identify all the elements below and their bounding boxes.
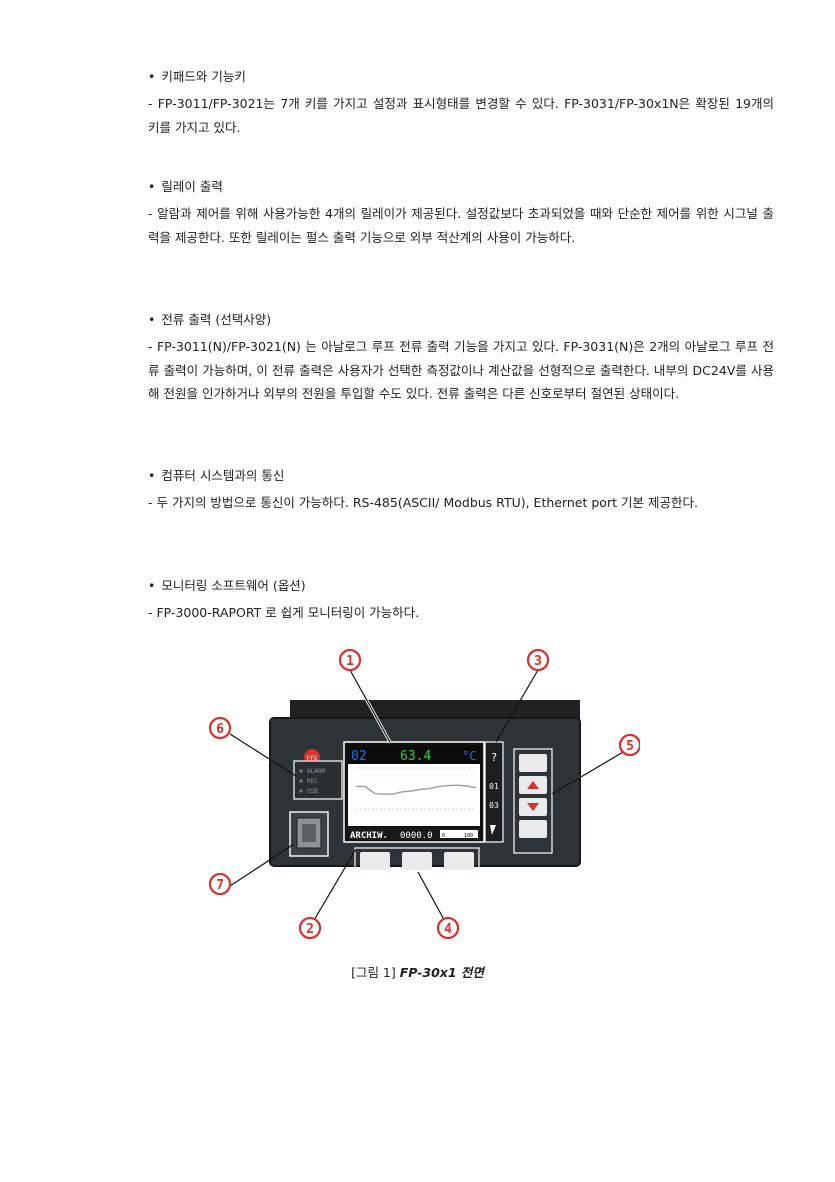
callout-4-line	[417, 871, 449, 928]
display-value: 63.4	[400, 749, 431, 764]
bullet: •	[148, 69, 156, 84]
led-rec	[299, 779, 303, 783]
section-relay: •릴레이 출력 - 알람과 제어를 위해 사용가능한 4개의 릴레이가 제공된다…	[148, 178, 774, 249]
display-scale-min: 0	[442, 833, 445, 839]
brand-label: FFS	[307, 755, 318, 762]
led-rec-label: REC	[307, 778, 318, 785]
led-usb	[299, 789, 303, 793]
section-heading: •릴레이 출력	[148, 179, 223, 194]
caption-title: FP-30x1 전면	[399, 965, 484, 980]
soft-key-3[interactable]	[444, 852, 474, 870]
soft-key-group	[354, 847, 480, 875]
wrench-icon[interactable]	[490, 825, 496, 835]
svg-text:3: 3	[534, 654, 542, 669]
callout-1: 1	[338, 648, 362, 672]
channel-key-01[interactable]: 01	[489, 782, 499, 791]
caption-prefix: [그림 1]	[351, 965, 396, 980]
svg-text:1: 1	[346, 654, 354, 669]
bullet: •	[148, 179, 156, 194]
figure-caption: [그림 1] FP-30x1 전면	[0, 962, 835, 981]
soft-key-2[interactable]	[402, 852, 432, 870]
led-alarm-label: ALARM	[307, 768, 325, 775]
led-usb-label: USB	[307, 788, 318, 795]
section-body: - FP-3011/FP-3021는 7개 키를 가지고 설정과 표시형태를 변…	[148, 96, 774, 135]
callout-4: 4	[436, 916, 460, 940]
display-unit: °C	[462, 749, 476, 763]
device-figure: FFS ALARM REC USB 02 63.4 °C ARCHIW.	[200, 644, 642, 944]
led-alarm	[299, 769, 303, 773]
callout-6-line	[229, 733, 297, 777]
section-current-output: •전류 출력 (선택사양) - FP-3011(N)/FP-3021(N) 는 …	[148, 311, 774, 406]
channel-key-03[interactable]: 03	[489, 801, 499, 810]
section-body: - FP-3000-RAPORT 로 쉽게 모니터링이 가능하다.	[148, 605, 420, 620]
display-scale-bar	[440, 830, 478, 838]
callout-5-line	[551, 747, 631, 795]
bullet: •	[148, 312, 156, 327]
svg-text:7: 7	[216, 878, 224, 893]
section-body: - FP-3011(N)/FP-3021(N) 는 아날로그 루프 전류 출력 …	[148, 339, 774, 401]
help-key[interactable]: ?	[491, 751, 498, 764]
section-body: - 알람과 제어를 위해 사용가능한 4개의 릴레이가 제공된다. 설정값보다 …	[148, 206, 774, 245]
section-heading: •컴퓨터 시스템과의 통신	[148, 468, 285, 483]
callout-6: 6	[208, 716, 232, 740]
section-communication: •컴퓨터 시스템과의 통신 - 두 가지의 방법으로 통신이 가능하다. RS-…	[148, 467, 774, 515]
callout-2: 2	[298, 916, 322, 940]
device-top-bezel	[290, 700, 580, 720]
bullet: •	[148, 468, 156, 483]
display-scale-max: 100	[464, 833, 473, 839]
display-trend-line	[356, 784, 477, 795]
status-led-panel	[293, 760, 343, 800]
svg-text:4: 4	[444, 922, 452, 937]
section-monitoring: •모니터링 소프트웨어 (옵션) - FP-3000-RAPORT 로 쉽게 모…	[148, 577, 774, 625]
display-channel: 02	[351, 749, 367, 764]
callout-7: 7	[208, 872, 232, 896]
usb-port-socket	[302, 824, 316, 842]
section-keypad: •키패드와 기능키 - FP-3011/FP-3021는 7개 키를 가지고 설…	[148, 68, 774, 139]
display-header	[348, 746, 480, 764]
callout-1-line	[349, 669, 391, 743]
callout-5: 5	[618, 733, 642, 757]
display-mode: ARCHIW.	[350, 831, 388, 841]
function-button-bottom[interactable]	[519, 820, 547, 838]
svg-text:5: 5	[626, 739, 634, 754]
svg-text:2: 2	[306, 922, 314, 937]
bullet: •	[148, 578, 156, 593]
callout-2-line	[309, 848, 357, 928]
function-button-top[interactable]	[519, 754, 547, 772]
section-heading: •모니터링 소프트웨어 (옵션)	[148, 578, 306, 593]
section-heading: •전류 출력 (선택사양)	[148, 312, 272, 327]
callout-7-line	[229, 843, 295, 887]
device-illustration: FFS ALARM REC USB 02 63.4 °C ARCHIW.	[208, 648, 642, 940]
arrow-down-icon	[527, 803, 539, 811]
section-body: - 두 가지의 방법으로 통신이 가능하다. RS-485(ASCII/ Mod…	[148, 495, 698, 510]
display-counter: 0000.0	[400, 831, 433, 841]
callout-3: 3	[526, 648, 550, 672]
svg-text:6: 6	[216, 722, 224, 737]
right-button-group	[513, 748, 553, 854]
section-heading: •키패드와 기능키	[148, 69, 246, 84]
soft-key-1[interactable]	[360, 852, 390, 870]
callout-3-line	[495, 669, 539, 743]
side-key-strip	[484, 741, 504, 843]
arrow-up-icon	[527, 781, 539, 789]
